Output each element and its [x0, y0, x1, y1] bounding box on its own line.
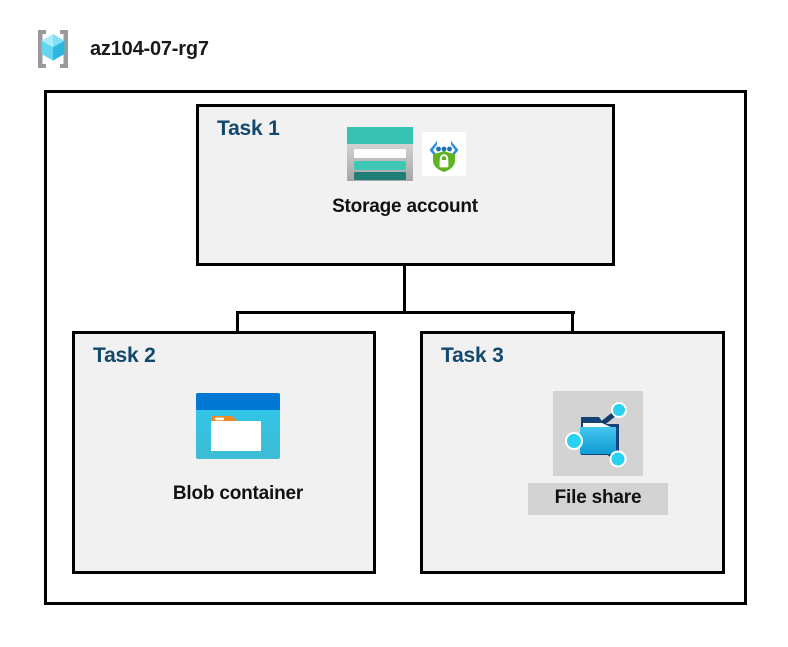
file-share-icon [561, 397, 635, 471]
task-3-label: Task 3 [441, 344, 504, 367]
storage-account-caption: Storage account [332, 196, 478, 217]
task-1-label: Task 1 [217, 117, 280, 140]
connector-horizontal-bus [236, 311, 575, 314]
blob-container-caption: Blob container [172, 483, 304, 504]
node-file-share[interactable]: File share [508, 391, 688, 515]
task-2-label: Task 2 [93, 344, 156, 367]
file-share-caption: File share [527, 483, 669, 515]
resource-group-header: az104-07-rg7 [30, 26, 209, 72]
resource-group-title: az104-07-rg7 [90, 37, 209, 60]
node-storage-account[interactable]: Storage account [290, 118, 520, 218]
storage-account-icon [344, 124, 416, 184]
storage-security-icon [422, 132, 466, 176]
resource-group-icon [30, 26, 76, 72]
connector-task1-trunk [403, 265, 406, 313]
node-blob-container[interactable]: Blob container [148, 391, 328, 505]
storage-account-icon-row [344, 118, 466, 190]
blob-container-icon [194, 391, 282, 461]
file-share-icon-highlight [553, 391, 643, 476]
